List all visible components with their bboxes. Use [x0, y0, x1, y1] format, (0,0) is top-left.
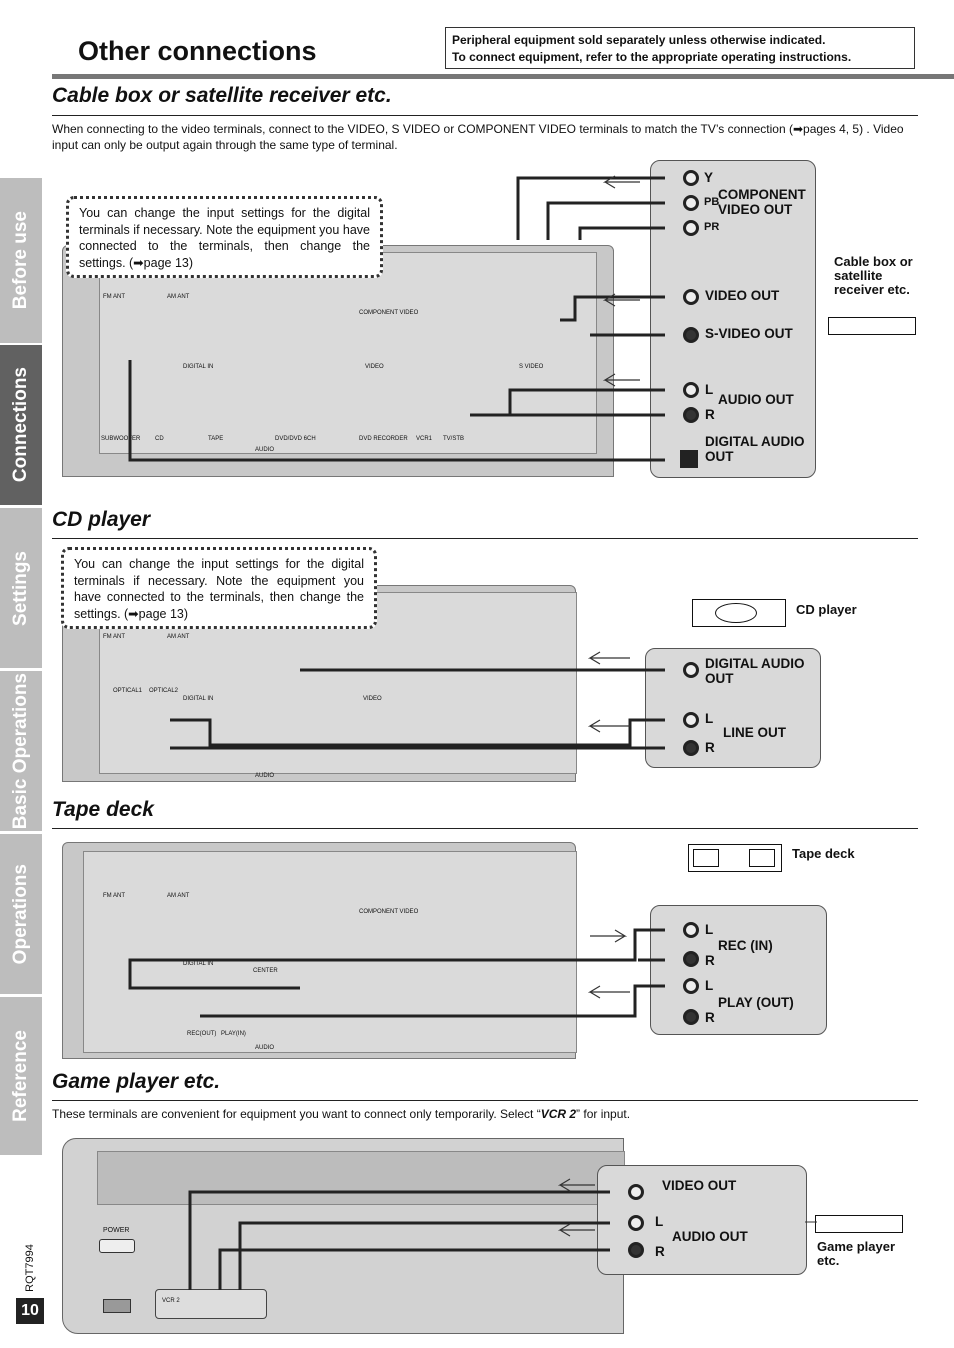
game-l-jack: [628, 1215, 644, 1231]
jack-label-pb: PB: [704, 196, 720, 208]
tape-play-l-jack: [683, 978, 699, 994]
section-title-game: Game player etc.: [52, 1070, 221, 1093]
cd-player-icon: [692, 599, 786, 627]
rear-panel-tape: FM ANT AM ANT COMPONENT VIDEO DIGITAL IN…: [62, 842, 577, 1059]
cd-l-jack: [683, 712, 699, 728]
tape-deck-icon: [688, 844, 782, 872]
cable-device-panel: [650, 160, 816, 478]
tape-rec-l-jack: [683, 922, 699, 938]
section-rule-tape: [52, 828, 918, 829]
game-cable-l: [238, 1221, 610, 1290]
label-cd-l: L: [705, 711, 714, 726]
label-component-video-out: COMPONENT VIDEO OUT: [718, 187, 806, 217]
cd-note: You can change the input settings for th…: [61, 547, 377, 629]
cable-device-label: Cable box or satellite receiver etc.: [834, 254, 913, 297]
cd-coaxial-jack: [683, 662, 699, 678]
label-tape-r1: R: [705, 953, 715, 968]
cable-component-pb: [546, 201, 665, 240]
game-cable-r: [218, 1248, 610, 1290]
cd-cable-l: [170, 718, 665, 747]
label-audio-out: AUDIO OUT: [718, 392, 794, 407]
notice-line-2: To connect equipment, refer to the appro…: [452, 50, 852, 64]
audio-r-jack: [683, 407, 699, 423]
label-cd-digital-audio-out: DIGITAL AUDIO OUT: [705, 656, 805, 686]
power-button[interactable]: [99, 1239, 135, 1253]
tape-device-panel: [650, 905, 827, 1035]
component-pb-jack: [683, 195, 699, 211]
section-title-cd: CD player: [52, 508, 151, 531]
section-title-tape: Tape deck: [52, 798, 154, 821]
component-y-jack: [683, 170, 699, 186]
cable-component-y: [516, 176, 665, 240]
label-game-audio-out: AUDIO OUT: [672, 1229, 748, 1244]
label-r: R: [705, 407, 715, 422]
cable-digital-optical: [128, 360, 665, 462]
label-game-video-out: VIDEO OUT: [662, 1178, 737, 1193]
cable-video: [560, 295, 665, 322]
side-tab-before-use[interactable]: Before use: [0, 178, 42, 343]
label-play-out: PLAY (OUT): [718, 995, 794, 1010]
video-out-jack: [683, 289, 699, 305]
cable-audio-l: [470, 388, 665, 417]
cable-intro: When connecting to the video terminals, …: [52, 122, 904, 152]
power-label: POWER: [103, 1227, 130, 1234]
audio-l-jack: [683, 382, 699, 398]
tape-device-label: Tape deck: [792, 846, 855, 861]
game-device-label: Game player etc.: [817, 1239, 896, 1268]
cable-component-pr: [578, 226, 665, 240]
side-tab-reference[interactable]: Reference: [0, 997, 42, 1155]
label-l: L: [705, 382, 714, 397]
cable-box-icon: [828, 317, 916, 335]
section-rule-game: [52, 1100, 918, 1101]
tape-cable-play: [200, 984, 665, 1018]
cd-device-label: CD player: [796, 602, 857, 617]
svideo-out-jack: [683, 327, 699, 343]
label-tape-l1: L: [705, 922, 714, 937]
label-game-l: L: [655, 1214, 664, 1229]
section-rule-cable: [52, 115, 918, 116]
notice-line-1: Peripheral equipment sold separately unl…: [452, 33, 826, 47]
signal-arrows: [557, 175, 640, 1237]
section-title-cable: Cable box or satellite receiver etc.: [52, 84, 392, 107]
game-intro: These terminals are convenient for equip…: [52, 1107, 631, 1121]
label-video-out: VIDEO OUT: [705, 288, 780, 303]
label-rec-in: REC (IN): [718, 938, 773, 953]
game-player-icon: [815, 1215, 903, 1233]
page-number: 10: [16, 1298, 44, 1324]
notice-box: Peripheral equipment sold separately unl…: [445, 27, 915, 69]
rear-panel-cable: FM ANT AM ANT COMPONENT VIDEO DIGITAL IN…: [62, 245, 614, 477]
game-r-jack: [628, 1242, 644, 1258]
vcr2-input-panel: VCR 2: [155, 1289, 267, 1319]
side-tab-connections[interactable]: Connections: [0, 345, 42, 505]
label-tape-r2: R: [705, 1010, 715, 1025]
header-rule: [52, 74, 954, 79]
jack-label-pr: PR: [704, 221, 720, 233]
digital-optical-jack: [680, 450, 698, 468]
page-title: Other connections: [78, 36, 317, 66]
label-cd-r: R: [705, 740, 715, 755]
label-game-r: R: [655, 1244, 665, 1259]
tape-play-r-jack: [683, 1009, 699, 1025]
jack-label-y: Y: [704, 170, 714, 185]
side-tab-settings[interactable]: Settings: [0, 508, 42, 668]
game-video-jack: [628, 1184, 644, 1200]
cd-r-jack: [683, 740, 699, 756]
component-pr-jack: [683, 220, 699, 236]
label-line-out: LINE OUT: [723, 725, 786, 740]
front-panel-game: POWER VCR 2: [62, 1138, 625, 1334]
section-rule-cd: [52, 538, 918, 539]
label-digital-audio-out: DIGITAL AUDIO OUT: [705, 434, 805, 464]
game-cable-video: [188, 1190, 610, 1290]
label-svideo-out: S-VIDEO OUT: [705, 326, 793, 341]
tape-cable-rec-l: [128, 928, 665, 990]
cd-device-panel: [645, 648, 821, 768]
side-tab-basic-operations[interactable]: Basic Operations: [0, 671, 42, 831]
cable-note: You can change the input settings for th…: [66, 196, 383, 278]
phones-jack[interactable]: [103, 1299, 131, 1313]
label-tape-l2: L: [705, 978, 714, 993]
tape-rec-r-jack: [683, 951, 699, 967]
side-tab-operations[interactable]: Operations: [0, 834, 42, 994]
